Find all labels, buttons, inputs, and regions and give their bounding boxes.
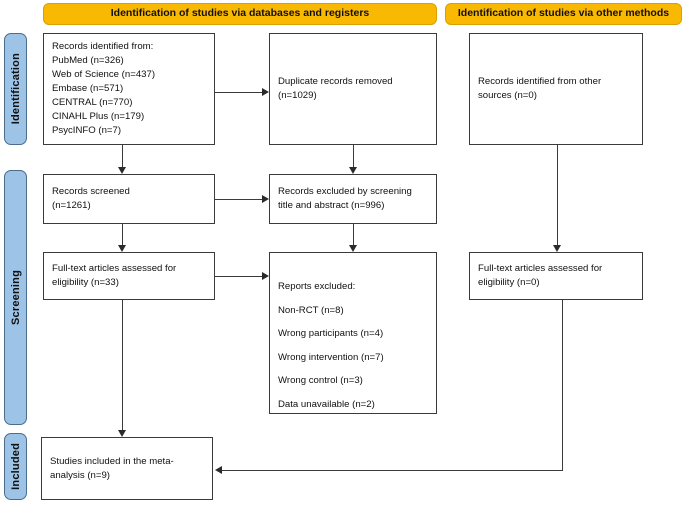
box-duplicates-removed-text: Duplicate records removed (n=1029) <box>278 76 393 101</box>
phase-tab-identification: Identification <box>4 33 27 145</box>
arrowhead-other-to-fulltext-other <box>552 245 561 252</box>
arrowhead-duplicates-to-excluded <box>348 167 357 174</box>
box-records-other-sources-text: Records identified from other sources (n… <box>478 76 602 101</box>
box-records-identified-text: Records identified from: PubMed (n=326) … <box>52 41 156 136</box>
phase-tab-screening: Screening <box>4 170 27 425</box>
box-records-other-sources: Records identified from other sources (n… <box>469 33 643 145</box>
banner-other-methods: Identification of studies via other meth… <box>445 3 682 25</box>
connector-screened-to-excluded <box>215 199 263 200</box>
box-records-excluded-text: Records excluded by screening title and … <box>278 186 412 211</box>
connector-excluded-to-reports <box>353 224 354 245</box>
connector-screened-to-fulltext <box>122 224 123 245</box>
arrowhead-identified-to-duplicates <box>262 87 269 96</box>
box-records-screened-text: Records screened (n=1261) <box>52 186 130 211</box>
arrowhead-excluded-to-reports <box>348 245 357 252</box>
box-records-screened: Records screened (n=1261) <box>43 174 215 224</box>
connector-fulltext-to-included <box>122 300 123 430</box>
banner-databases-label: Identification of studies via databases … <box>110 7 370 20</box>
connector-identified-to-screened <box>122 145 123 167</box>
box-reports-excluded: Reports excluded: Non-RCT (n=8) Wrong pa… <box>269 252 437 414</box>
phase-tab-included: Included <box>4 433 27 500</box>
arrowhead-fulltext-other-to-included <box>215 465 222 474</box>
box-fulltext-assessed-other-text: Full-text articles assessed for eligibil… <box>478 263 603 288</box>
connector-duplicates-to-excluded <box>353 145 354 167</box>
connector-other-to-fulltext-other <box>557 145 558 245</box>
connector-fulltext-to-reports <box>215 276 263 277</box>
box-duplicates-removed: Duplicate records removed (n=1029) <box>269 33 437 145</box>
box-records-excluded: Records excluded by screening title and … <box>269 174 437 224</box>
phase-label-included: Included <box>9 443 22 490</box>
arrowhead-fulltext-to-included <box>117 430 126 437</box>
arrowhead-identified-to-screened <box>117 167 126 174</box>
arrowhead-screened-to-excluded <box>262 194 269 203</box>
phase-label-screening: Screening <box>9 270 22 325</box>
connector-identified-to-duplicates <box>215 92 263 93</box>
box-studies-included-text: Studies included in the meta- analysis (… <box>50 455 174 481</box>
box-studies-included: Studies included in the meta- analysis (… <box>41 437 213 500</box>
box-fulltext-assessed: Full-text articles assessed for eligibil… <box>43 252 215 300</box>
box-fulltext-assessed-text: Full-text articles assessed for eligibil… <box>52 263 177 288</box>
box-reports-excluded-text: Reports excluded: Non-RCT (n=8) Wrong pa… <box>278 281 384 410</box>
connector-fulltext-other-to-included <box>222 470 563 471</box>
banner-databases-registers: Identification of studies via databases … <box>43 3 437 25</box>
phase-label-identification: Identification <box>9 53 22 125</box>
arrowhead-fulltext-to-reports <box>262 271 269 280</box>
banner-other-methods-label: Identification of studies via other meth… <box>457 7 670 20</box>
connector-fulltext-other-down <box>562 300 563 470</box>
arrowhead-screened-to-fulltext <box>117 245 126 252</box>
box-records-identified: Records identified from: PubMed (n=326) … <box>43 33 215 145</box>
box-fulltext-assessed-other: Full-text articles assessed for eligibil… <box>469 252 643 300</box>
